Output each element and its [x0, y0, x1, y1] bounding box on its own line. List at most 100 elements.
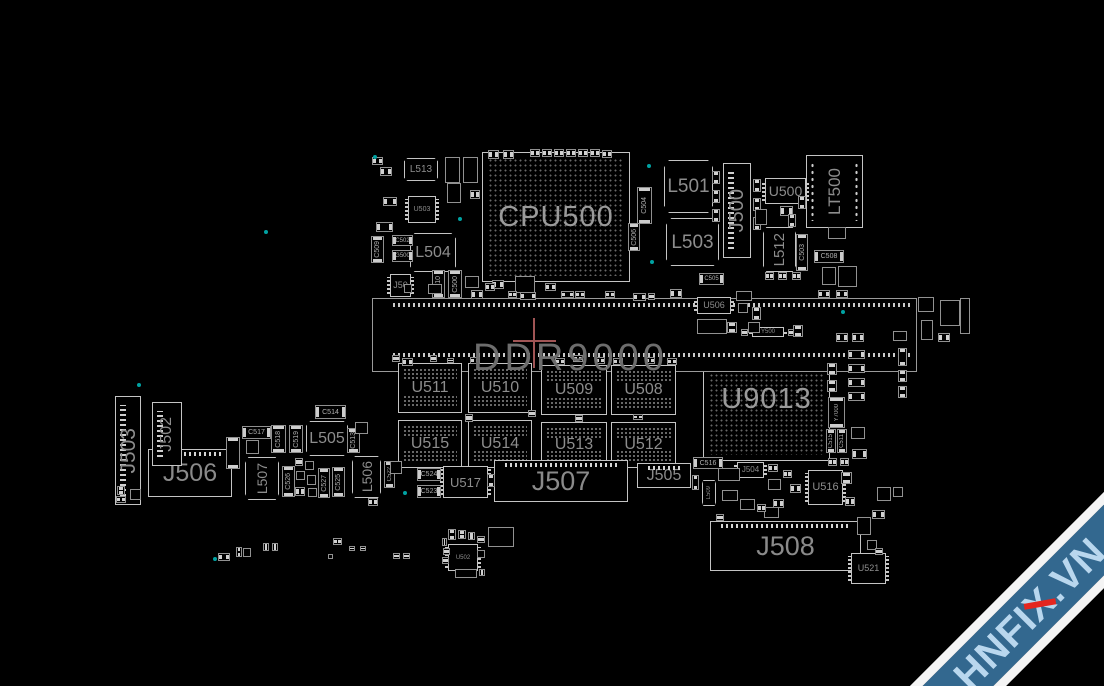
passive-component[interactable]	[848, 378, 865, 387]
passive-component[interactable]	[872, 510, 885, 519]
passive-component[interactable]	[477, 536, 485, 543]
passive-component[interactable]	[633, 293, 646, 301]
component-l503[interactable]: L503	[666, 218, 719, 266]
passive-component[interactable]	[867, 540, 877, 550]
component-c524[interactable]: C524	[417, 468, 441, 481]
passive-component[interactable]	[448, 529, 456, 540]
passive-component[interactable]	[487, 474, 495, 487]
passive-component[interactable]	[645, 357, 655, 364]
passive-component[interactable]	[818, 290, 830, 298]
passive-component[interactable]	[764, 507, 779, 518]
component-j505[interactable]: J505	[637, 463, 691, 488]
passive-component[interactable]	[633, 414, 643, 420]
passive-component[interactable]	[328, 554, 333, 559]
component-c515[interactable]: C515	[826, 429, 836, 453]
passive-component[interactable]	[383, 197, 397, 206]
passive-component[interactable]	[246, 440, 259, 454]
passive-component[interactable]	[748, 322, 760, 333]
passive-component[interactable]	[380, 167, 392, 176]
passive-component[interactable]	[243, 548, 251, 557]
passive-component[interactable]	[852, 449, 867, 459]
passive-component[interactable]	[667, 358, 677, 365]
passive-component[interactable]	[130, 489, 141, 500]
passive-component[interactable]	[520, 292, 536, 300]
passive-component[interactable]	[740, 499, 755, 510]
passive-component[interactable]	[465, 276, 479, 288]
component-l501[interactable]: L501	[664, 160, 713, 213]
component-l506[interactable]: L506	[352, 456, 381, 498]
passive-component[interactable]	[845, 497, 855, 506]
passive-component[interactable]	[877, 487, 891, 501]
passive-component[interactable]	[442, 557, 449, 564]
passive-component[interactable]	[778, 272, 787, 280]
passive-component[interactable]	[393, 553, 400, 559]
passive-component[interactable]	[765, 272, 774, 280]
component-c506[interactable]: C506	[628, 223, 640, 251]
passive-component[interactable]	[893, 331, 907, 341]
passive-component[interactable]	[960, 298, 970, 334]
passive-component[interactable]	[898, 370, 907, 382]
passive-component[interactable]	[768, 479, 781, 490]
component-u508[interactable]: U508	[611, 365, 676, 415]
passive-component[interactable]	[308, 488, 317, 497]
passive-component[interactable]	[295, 487, 305, 496]
passive-component[interactable]	[442, 538, 447, 546]
passive-component[interactable]	[477, 550, 485, 558]
passive-component[interactable]	[307, 475, 316, 485]
component-u515[interactable]: U515	[398, 420, 462, 468]
passive-component[interactable]	[508, 291, 517, 298]
passive-component[interactable]	[479, 569, 485, 576]
passive-component[interactable]	[788, 214, 796, 227]
passive-component[interactable]	[296, 471, 305, 480]
passive-component[interactable]	[898, 386, 907, 398]
component-u506[interactable]: U506	[694, 297, 734, 314]
passive-component[interactable]	[822, 267, 836, 285]
passive-component[interactable]	[613, 358, 623, 365]
passive-component[interactable]	[836, 290, 848, 298]
passive-component[interactable]	[355, 422, 368, 434]
component-c500[interactable]: C500	[448, 270, 462, 298]
passive-component[interactable]	[755, 209, 767, 225]
passive-component[interactable]	[851, 427, 865, 439]
passive-component[interactable]	[712, 209, 720, 222]
passive-component[interactable]	[692, 475, 699, 490]
passive-component[interactable]	[488, 150, 499, 159]
component-c503[interactable]: C503	[796, 234, 808, 271]
component-u502[interactable]: U502	[445, 544, 481, 571]
passive-component[interactable]	[848, 392, 865, 401]
passive-component[interactable]	[503, 150, 514, 159]
passive-component[interactable]	[738, 303, 748, 313]
passive-component[interactable]	[736, 291, 752, 301]
component-c526[interactable]: C526	[282, 466, 295, 497]
passive-component[interactable]	[445, 157, 460, 183]
passive-component[interactable]	[566, 149, 576, 157]
component-y7000[interactable]: Y7000	[828, 397, 845, 428]
passive-component[interactable]	[455, 569, 477, 578]
passive-component[interactable]	[773, 499, 784, 508]
component-c504[interactable]: C504	[637, 187, 652, 224]
passive-component[interactable]	[488, 527, 514, 547]
component-c525[interactable]: C525	[332, 467, 345, 497]
passive-component[interactable]	[827, 380, 837, 392]
component-c527[interactable]: C527	[318, 468, 330, 498]
passive-component[interactable]	[485, 283, 495, 291]
component-c523[interactable]: C523	[417, 485, 441, 498]
passive-component[interactable]	[670, 289, 682, 298]
passive-component[interactable]	[272, 543, 278, 551]
passive-component[interactable]	[402, 358, 413, 366]
passive-component[interactable]	[753, 179, 761, 192]
passive-component[interactable]	[555, 358, 565, 365]
passive-component[interactable]	[838, 266, 857, 287]
passive-component[interactable]	[898, 348, 907, 366]
component-c513[interactable]: C513	[347, 428, 360, 453]
passive-component[interactable]	[940, 300, 960, 326]
passive-component[interactable]	[716, 514, 724, 521]
passive-component[interactable]	[602, 150, 612, 158]
component-u510[interactable]: U510	[468, 363, 532, 413]
component-u509[interactable]: U509	[541, 365, 607, 415]
passive-component[interactable]	[893, 487, 903, 497]
component-lt500[interactable]: LT500	[806, 155, 863, 228]
passive-component[interactable]	[403, 553, 410, 559]
passive-component[interactable]	[528, 410, 536, 417]
